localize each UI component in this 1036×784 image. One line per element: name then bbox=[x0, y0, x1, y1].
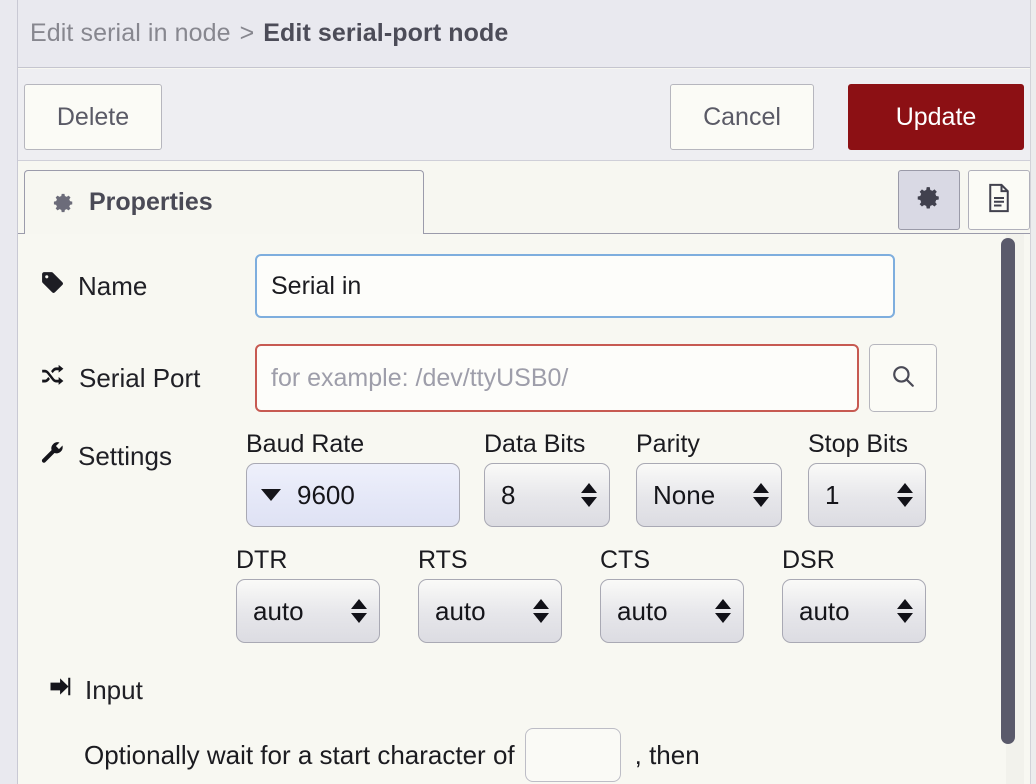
serial-port-row: Serial Port bbox=[40, 344, 937, 412]
start-character-suffix-text: , then bbox=[635, 740, 700, 771]
gear-icon bbox=[916, 185, 942, 216]
data-bits-caption: Data Bits bbox=[484, 430, 610, 459]
spinner-arrows-icon bbox=[581, 483, 597, 507]
dsr-select[interactable]: auto bbox=[782, 579, 926, 643]
breadcrumb-current: Edit serial-port node bbox=[263, 19, 508, 48]
tab-properties-label: Properties bbox=[89, 188, 213, 217]
sign-in-icon bbox=[48, 674, 73, 706]
name-label-text: Name bbox=[78, 271, 147, 302]
update-button-label: Update bbox=[896, 103, 977, 132]
stop-bits-value: 1 bbox=[825, 480, 839, 511]
stop-bits-select[interactable]: 1 bbox=[808, 463, 926, 527]
dialog-action-bar: Delete Cancel Update bbox=[18, 69, 1030, 161]
dsr-group: DSR auto bbox=[782, 546, 926, 643]
data-bits-value: 8 bbox=[501, 480, 515, 511]
scrollbar-thumb[interactable] bbox=[1001, 238, 1015, 744]
data-bits-select[interactable]: 8 bbox=[484, 463, 610, 527]
start-character-sentence: Optionally wait for a start character of… bbox=[84, 728, 700, 782]
baud-rate-caption: Baud Rate bbox=[246, 430, 460, 459]
settings-label: Settings bbox=[40, 440, 172, 472]
dtr-select[interactable]: auto bbox=[236, 579, 380, 643]
baud-rate-value: 9600 bbox=[297, 480, 355, 511]
parity-value: None bbox=[653, 480, 715, 511]
breadcrumb: Edit serial in node > Edit serial-port n… bbox=[18, 0, 1030, 68]
cts-group: CTS auto bbox=[600, 546, 744, 643]
name-input[interactable] bbox=[255, 254, 895, 318]
chevron-down-icon bbox=[261, 489, 281, 501]
shuffle-icon bbox=[40, 363, 66, 394]
delete-button-label: Delete bbox=[57, 103, 129, 132]
parity-caption: Parity bbox=[636, 430, 782, 459]
stop-bits-group: Stop Bits 1 bbox=[808, 430, 926, 527]
settings-label-wrap: Settings bbox=[40, 440, 172, 472]
settings-label-text: Settings bbox=[78, 441, 172, 472]
scrollbar-track[interactable] bbox=[1006, 234, 1024, 784]
rts-value: auto bbox=[435, 596, 486, 627]
parity-group: Parity None bbox=[636, 430, 782, 527]
cancel-button-label: Cancel bbox=[703, 103, 781, 132]
rts-caption: RTS bbox=[418, 546, 562, 575]
cts-value: auto bbox=[617, 596, 668, 627]
spinner-arrows-icon bbox=[897, 599, 913, 623]
serial-port-label: Serial Port bbox=[40, 363, 255, 394]
wrench-icon bbox=[40, 440, 65, 472]
spinner-arrows-icon bbox=[715, 599, 731, 623]
baud-rate-select[interactable]: 9600 bbox=[246, 463, 460, 527]
data-bits-group: Data Bits 8 bbox=[484, 430, 610, 527]
baud-rate-group: Baud Rate 9600 bbox=[246, 430, 460, 527]
start-character-input[interactable] bbox=[525, 728, 621, 782]
breadcrumb-separator: > bbox=[240, 19, 255, 48]
delete-button[interactable]: Delete bbox=[24, 84, 162, 150]
input-section-title-wrap: Input bbox=[48, 674, 143, 706]
serial-port-label-text: Serial Port bbox=[79, 363, 200, 394]
dtr-caption: DTR bbox=[236, 546, 380, 575]
serial-port-input[interactable] bbox=[255, 344, 859, 412]
start-character-prefix-text: Optionally wait for a start character of bbox=[84, 740, 515, 771]
dtr-group: DTR auto bbox=[236, 546, 380, 643]
cancel-button[interactable]: Cancel bbox=[670, 84, 814, 150]
cts-caption: CTS bbox=[600, 546, 744, 575]
cts-select[interactable]: auto bbox=[600, 579, 744, 643]
update-button[interactable]: Update bbox=[848, 84, 1024, 150]
properties-panel: Name Serial Port bbox=[18, 234, 1030, 784]
description-toolbar-button[interactable] bbox=[968, 170, 1030, 230]
spinner-arrows-icon bbox=[533, 599, 549, 623]
spinner-arrows-icon bbox=[897, 483, 913, 507]
parity-select[interactable]: None bbox=[636, 463, 782, 527]
spinner-arrows-icon bbox=[351, 599, 367, 623]
tag-icon bbox=[40, 270, 65, 302]
left-gutter bbox=[0, 0, 18, 784]
spinner-arrows-icon bbox=[753, 483, 769, 507]
tab-properties[interactable]: Properties bbox=[24, 170, 424, 234]
name-row: Name bbox=[40, 254, 895, 318]
dsr-caption: DSR bbox=[782, 546, 926, 575]
stop-bits-caption: Stop Bits bbox=[808, 430, 926, 459]
breadcrumb-previous[interactable]: Edit serial in node bbox=[30, 19, 231, 48]
serial-port-search-button[interactable] bbox=[869, 344, 937, 412]
gear-icon bbox=[53, 192, 75, 214]
dtr-value: auto bbox=[253, 596, 304, 627]
name-label: Name bbox=[40, 270, 255, 302]
start-character-row: Optionally wait for a start character of… bbox=[84, 728, 700, 782]
rts-select[interactable]: auto bbox=[418, 579, 562, 643]
right-gutter bbox=[1030, 0, 1036, 784]
description-icon bbox=[986, 183, 1012, 218]
tab-bar: Properties bbox=[18, 162, 1030, 234]
input-section-label: Input bbox=[85, 675, 143, 706]
input-section-title: Input bbox=[48, 674, 143, 706]
dsr-value: auto bbox=[799, 596, 850, 627]
search-icon bbox=[890, 363, 916, 394]
rts-group: RTS auto bbox=[418, 546, 562, 643]
settings-toolbar-gear-button[interactable] bbox=[898, 170, 960, 230]
